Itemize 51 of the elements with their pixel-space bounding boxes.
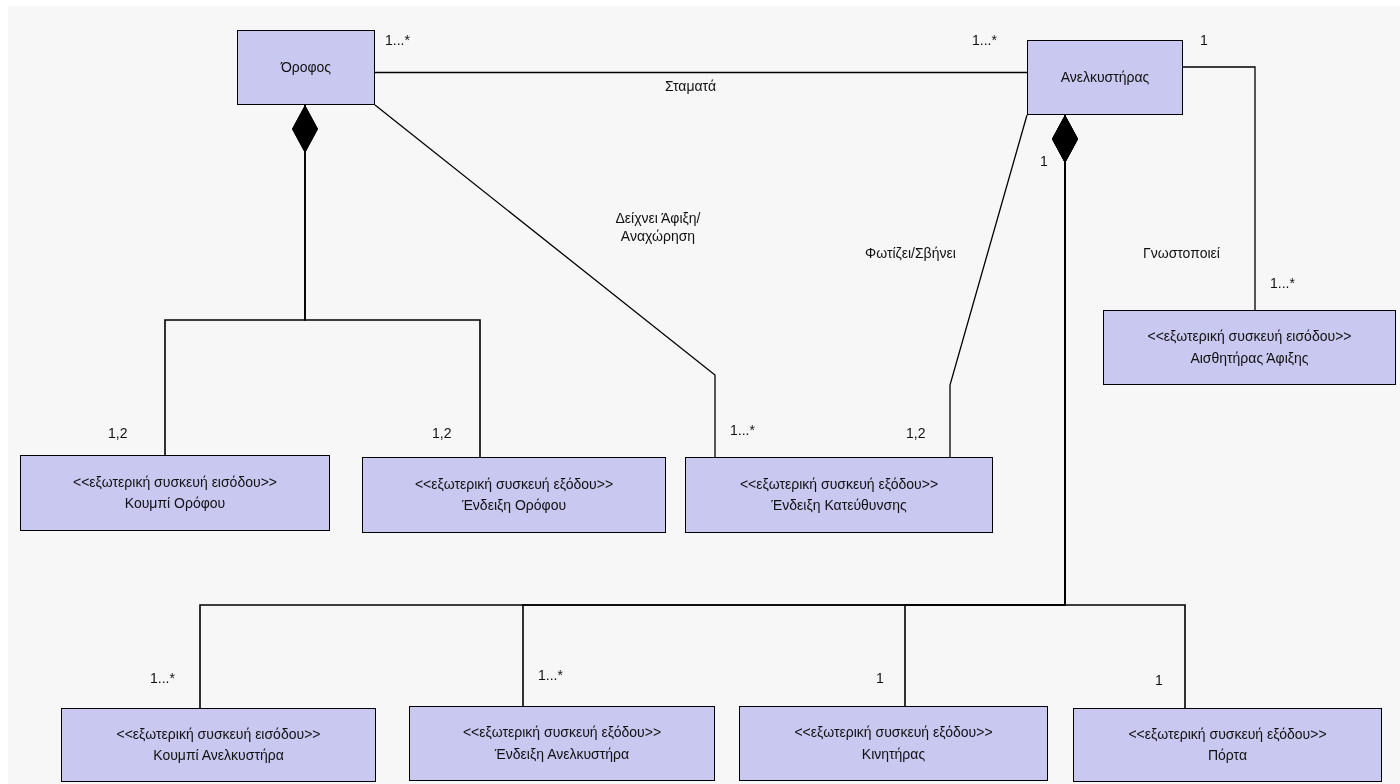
class-box [237,30,375,105]
edge-label: Σταματά [665,78,716,96]
association-line [374,71,1028,74]
class-box [739,706,1048,781]
composition-line [1052,114,1186,709]
multiplicity-label: 1...* [730,422,755,440]
multiplicity-label: 1...* [150,670,175,688]
class-name: Ένδειξη Κατεύθυνσης [771,497,907,515]
multiplicity-label: 1...* [972,32,997,50]
multiplicity-label: 1,2 [906,425,926,443]
class-box [409,706,715,781]
class-name: Όροφος [280,58,332,77]
association-line [1182,66,1256,311]
stereotype-text: <<εξωτερική συσκευή εισόδου>> [73,473,277,491]
multiplicity-label: 1...* [385,32,410,50]
class-name: Κινητήρας [861,745,926,763]
stereotype-text: <<εξωτερική συσκευή εξόδου>> [1128,725,1327,743]
stereotype-text: <<εξωτερική συσκευή εξόδου>> [462,724,662,742]
edge-label: Γνωστοποιεί [1143,245,1220,263]
stereotype-text: <<εξωτερική συσκευή εξόδου>> [414,475,614,493]
class-box [1027,40,1183,115]
association-line [374,104,716,458]
class-box [362,457,666,533]
edge-label: Φωτίζει/Σβήνει [865,245,956,263]
edge-label: Δείχνει Άφιξη/Αναχώρηση [614,210,702,245]
multiplicity-label: 1 [876,670,884,688]
class-name: Ανελκυστήρας [1060,68,1150,87]
multiplicity-label: 1 [1200,32,1208,50]
multiplicity-label: 1...* [1270,275,1295,293]
class-name: Πόρτα [1207,747,1248,765]
class-box [20,455,330,531]
class-box [1073,708,1382,782]
stereotype-text: <<εξωτερική συσκευή εξόδου>> [794,724,993,742]
multiplicity-label: 1 [1155,672,1163,690]
stereotype-text: <<εξωτερική συσκευή εισόδου>> [1147,328,1352,346]
class-name: Ένδειξη Ορόφου [461,497,567,515]
stereotype-text: <<εξωτερική συσκευή εισόδου>> [116,725,321,743]
class-name: Κουμπί Ορόφου [124,495,226,513]
class-name: Αισθητήρας Άφιξης [1190,349,1309,367]
composition-line [292,104,481,458]
multiplicity-label: 1,2 [432,425,452,443]
class-box [61,708,376,782]
class-box [685,457,993,533]
class-name: Κουμπί Ανελκυστήρα [153,747,284,765]
multiplicity-label: 1...* [538,667,563,685]
class-box [1103,310,1396,385]
multiplicity-label: 1,2 [108,425,128,443]
stereotype-text: <<εξωτερική συσκευή εξόδου>> [739,475,939,493]
association-line [949,114,1028,458]
class-name: Ένδειξη Ανελκυστήρα [494,745,630,763]
multiplicity-label: 1 [1040,153,1048,171]
